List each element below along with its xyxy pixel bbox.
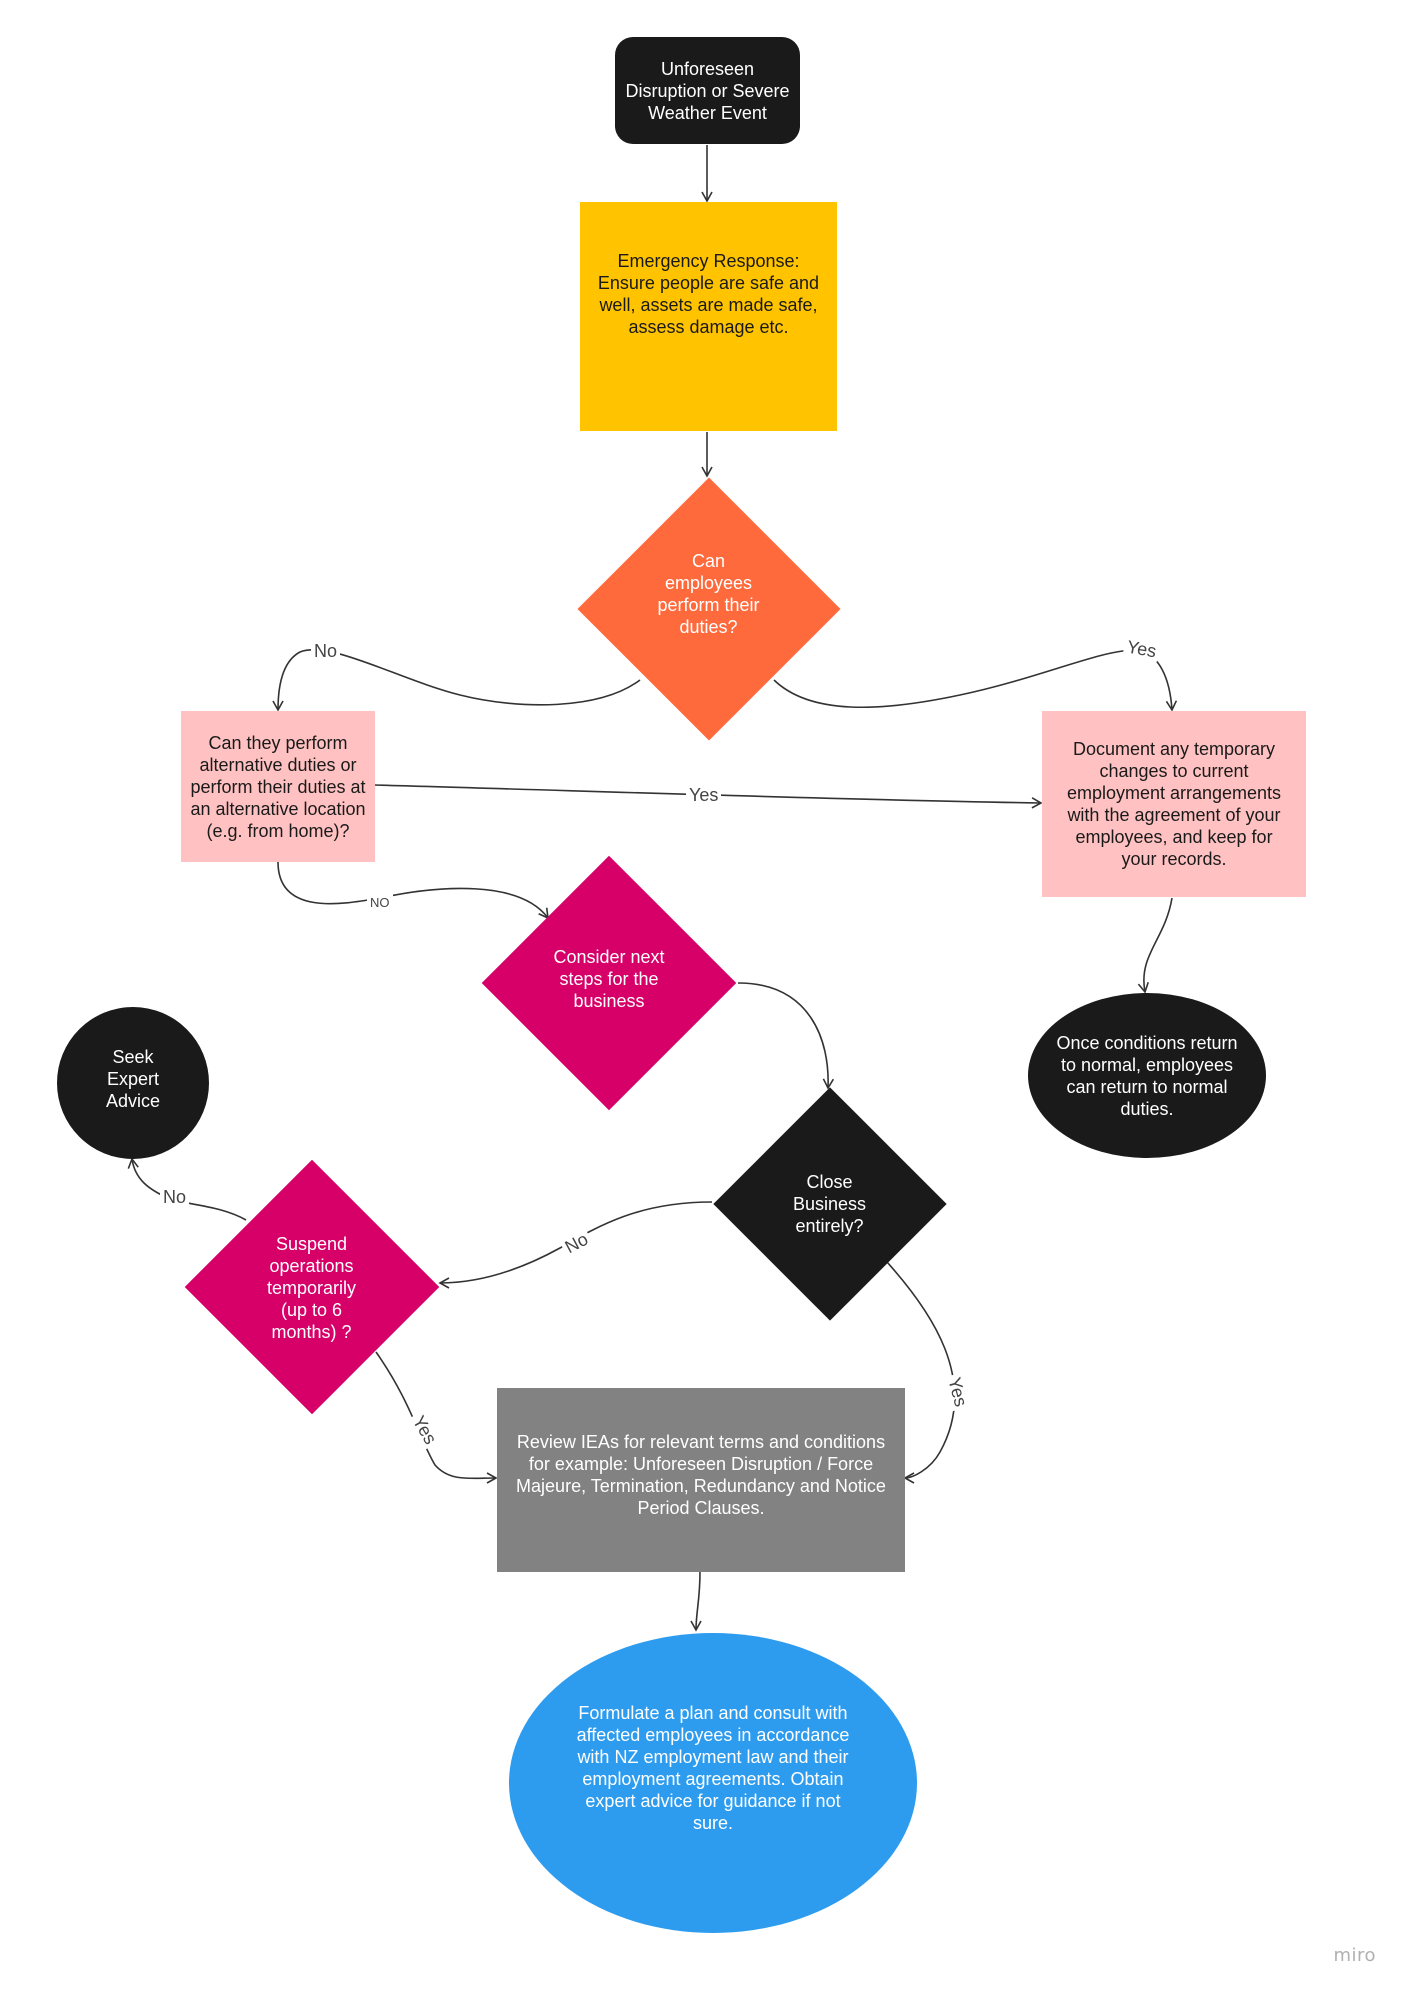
suspend-operations-label: Suspend operations temporarily (up to 6 … <box>266 1234 357 1342</box>
edge-close-yes <box>886 1261 956 1484</box>
edge-consider-to-close <box>737 982 835 1090</box>
formulate-plan-ellipse: Formulate a plan and consult with affect… <box>509 1633 917 1933</box>
close-business-decision: Close Business entirely? <box>712 1087 947 1321</box>
consider-next-steps-label: Consider next steps for the business <box>553 947 665 1011</box>
edge-can-perform-no <box>272 649 641 712</box>
emergency-response-box: Emergency Response: Ensure people are sa… <box>580 202 837 431</box>
start-label: Unforeseen Disruption or Severe Weather … <box>625 58 790 123</box>
document-changes-box: Document any temporary changes to curren… <box>1042 711 1306 897</box>
start-node: Unforeseen Disruption or Severe Weather … <box>615 37 800 144</box>
consider-next-steps-decision: Consider next steps for the business <box>480 855 738 1111</box>
alternative-duties-label: Can they perform alternative duties or p… <box>190 732 366 841</box>
can-perform-decision: Can employees perform their duties? <box>576 477 841 741</box>
close-business-label: Close Business entirely? <box>792 1172 867 1236</box>
once-conditions-label: Once conditions return to normal, employ… <box>1056 1032 1238 1119</box>
review-ieas-box: Review IEAs for relevant terms and condi… <box>497 1388 905 1572</box>
edge-close-no <box>438 1201 713 1289</box>
edge-suspend-yes <box>375 1351 498 1484</box>
edge-label-can-no: No <box>311 641 341 661</box>
formulate-plan-label: Formulate a plan and consult with affect… <box>576 1703 850 1833</box>
edge-label-suspend-no: No <box>160 1187 190 1207</box>
suspend-operations-decision: Suspend operations temporarily (up to 6 … <box>183 1159 440 1415</box>
review-ieas-label: Review IEAs for relevant terms and condi… <box>516 1432 886 1518</box>
document-changes-label: Document any temporary changes to curren… <box>1066 739 1282 869</box>
seek-expert-advice-label: Seek Expert Advice <box>105 1047 161 1111</box>
seek-expert-advice-circle: Seek Expert Advice <box>57 1007 209 1159</box>
once-conditions-ellipse: Once conditions return to normal, employ… <box>1028 993 1266 1158</box>
edge-label-alt-no: NO <box>367 893 393 913</box>
edge-document-to-once <box>1137 897 1173 994</box>
edge-label-alt-yes: Yes <box>686 785 722 805</box>
emergency-response-label: Emergency Response: Ensure people are sa… <box>597 250 820 337</box>
edge-review-to-formulate <box>690 1571 702 1632</box>
miro-watermark: miro <box>1333 1945 1376 1966</box>
alternative-duties-box: Can they perform alternative duties or p… <box>181 711 375 862</box>
can-perform-label: Can employees perform their duties? <box>657 551 760 637</box>
